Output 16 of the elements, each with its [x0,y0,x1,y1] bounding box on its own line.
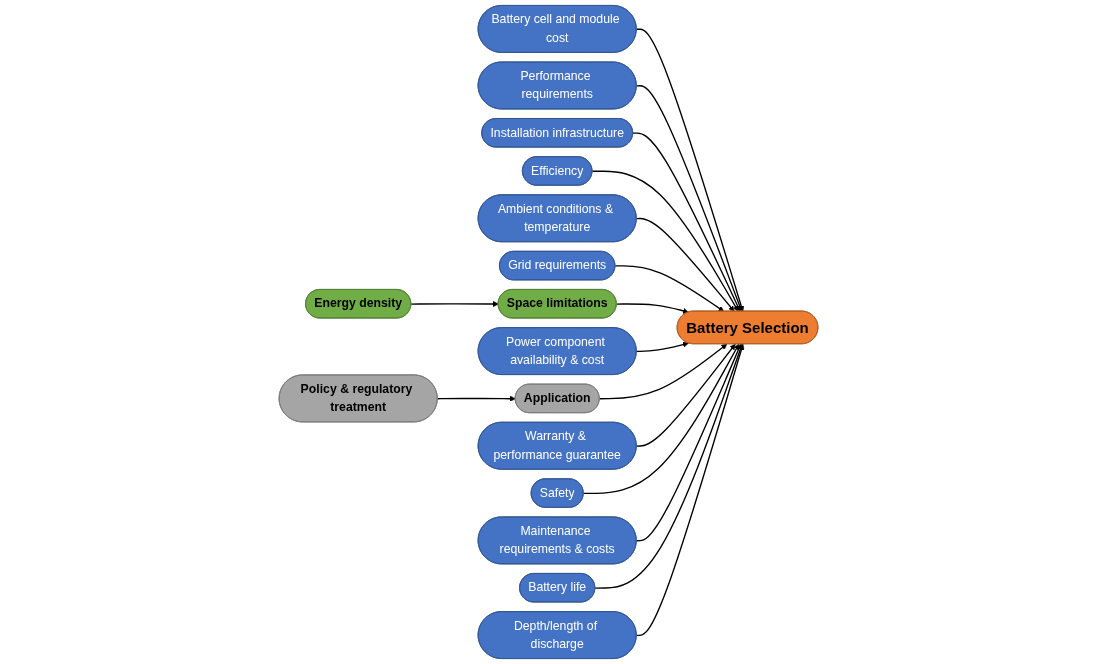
arrow [594,343,744,589]
arrow [598,343,728,400]
arrow [582,343,740,495]
arrow [635,217,735,312]
arrow [410,301,499,308]
arrow [635,341,689,353]
arrow [632,132,741,312]
arrow [614,265,725,312]
arrow [436,395,516,402]
arrow [635,343,736,447]
arrow [591,170,739,312]
arrow [635,85,743,312]
arrow [635,343,742,542]
arrow [635,28,745,312]
arrow [615,303,689,314]
arrow [635,343,745,637]
